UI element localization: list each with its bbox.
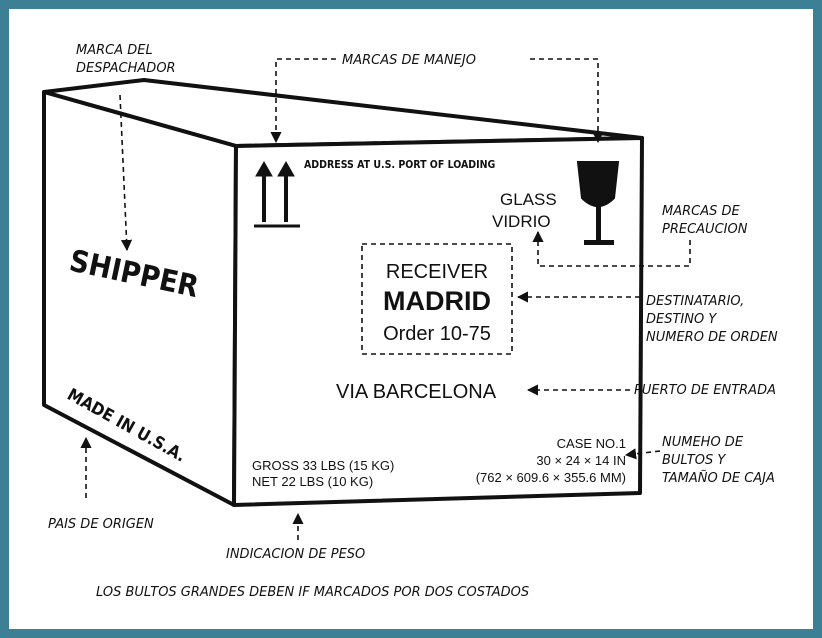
leader-lines (80, 58, 691, 540)
fragile-glass-icon (576, 161, 620, 245)
label-consignee-2: DESTINO Y (646, 312, 717, 327)
label-consignee-1: DESTINATARIO, (646, 294, 744, 309)
net-weight-text: NET 22 LBS (10 KG) (252, 474, 373, 489)
label-shipper-mark-1: MARCA DEL (76, 43, 153, 58)
this-way-up-arrows-icon (254, 160, 300, 228)
label-caution-2: PRECAUCION (662, 222, 748, 237)
box-front-face (232, 136, 644, 507)
gross-weight-text: GROSS 33 LBS (15 KG) (252, 458, 394, 473)
label-weight-indication: INDICACION DE PESO (226, 547, 365, 562)
receiver-text: RECEIVER (386, 261, 488, 283)
city-text: MADRID (383, 286, 491, 316)
label-shipper-mark-2: DESPACHADOR (76, 61, 176, 76)
label-consignee-3: NUMERO DE ORDEN (646, 330, 778, 345)
label-country-of-origin: PAIS DE ORIGEN (48, 517, 154, 532)
leader-package (624, 448, 661, 460)
box-outline (42, 78, 644, 507)
label-package-2: BULTOS Y (662, 453, 726, 468)
order-text: Order 10-75 (383, 323, 491, 345)
label-footer-note: LOS BULTOS GRANDES DEBEN IF MARCADOS POR… (96, 585, 529, 600)
glass-text: GLASS (500, 190, 557, 209)
label-package-3: TAMAÑO DE CAJA (662, 470, 775, 486)
address-text: ADDRESS AT U.S. PORT OF LOADING (304, 159, 496, 171)
label-handling-marks: MARCAS DE MANEJO (342, 53, 476, 68)
label-package-1: NUMEHO DE (662, 435, 744, 450)
label-caution-1: MARCAS DE (662, 204, 741, 219)
via-text: VIA BARCELONA (336, 381, 497, 403)
dimensions-mm-text: (762 × 609.6 × 355.6 MM) (476, 470, 626, 485)
leader-shipper (119, 94, 133, 252)
leader-handling-left (270, 58, 336, 144)
leader-caution (532, 230, 691, 267)
case-number-text: CASE NO.1 (557, 436, 626, 451)
dimensions-in-text: 30 × 24 × 14 IN (536, 453, 626, 468)
vidrio-text: VIDRIO (492, 212, 551, 231)
leader-handling-right (530, 58, 604, 144)
receiver-dashed-box (361, 243, 513, 355)
label-port-of-entry: PUERTO DE ENTRADA (634, 383, 776, 398)
